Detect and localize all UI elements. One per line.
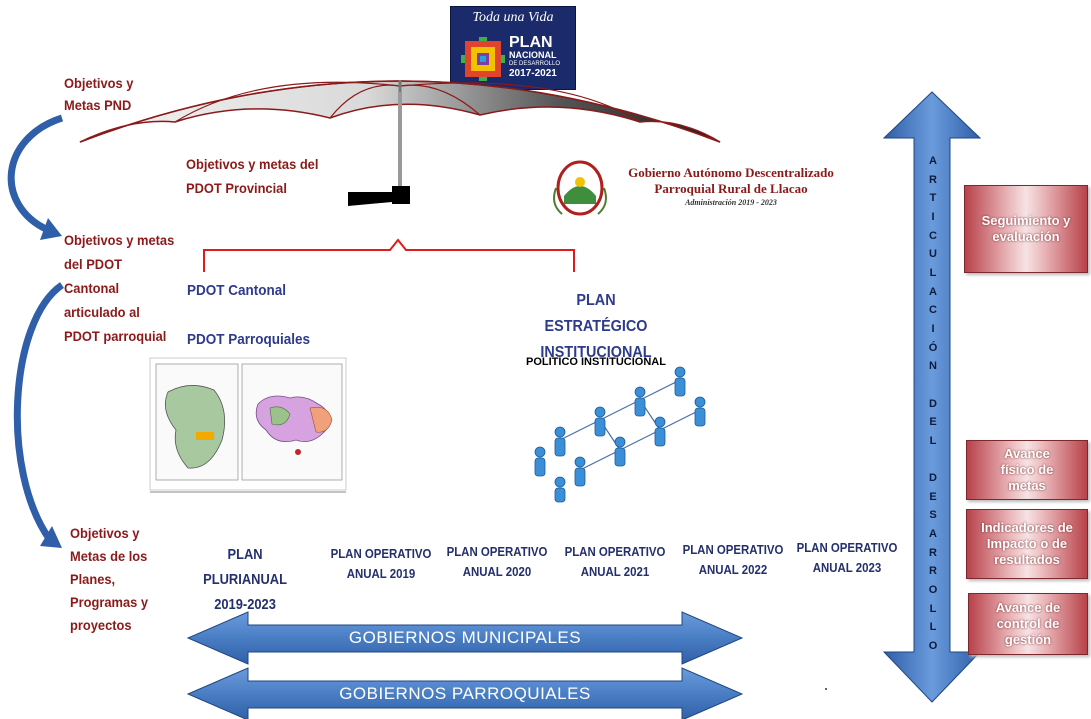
gad-line3: Administración 2019 - 2023 bbox=[685, 198, 777, 207]
vertical-letter: R bbox=[929, 173, 937, 186]
box-avance-control: Avance de control de gestión bbox=[968, 593, 1088, 655]
label-pdot-cantonal: PDOT Cantonal bbox=[187, 282, 287, 299]
vertical-letter: S bbox=[929, 509, 937, 522]
vertical-letter: Ó bbox=[928, 341, 938, 354]
vertical-letter: I bbox=[931, 322, 935, 335]
label-pdot-parroquiales: PDOT Parroquiales bbox=[187, 331, 311, 348]
vertical-letter: E bbox=[929, 490, 937, 503]
vertical-letter: D bbox=[929, 397, 937, 410]
label-politico-institucional: POLITICO INSTITUCIONAL bbox=[526, 356, 666, 368]
logo-plan: PLAN bbox=[509, 34, 553, 51]
logo-nacional: NACIONAL bbox=[509, 50, 557, 60]
gad-crest-icon bbox=[553, 160, 607, 216]
map-image bbox=[149, 357, 347, 493]
logo-desarrollo: DE DESARROLLO bbox=[509, 61, 561, 67]
vertical-letter: A bbox=[929, 528, 937, 541]
vertical-letter: L bbox=[929, 602, 937, 615]
vertical-letter: R bbox=[929, 565, 937, 578]
box-seguimiento-evaluacion: Seguimiento y evaluación bbox=[964, 185, 1088, 273]
vertical-letter: U bbox=[929, 248, 937, 261]
network-people-image bbox=[525, 366, 713, 504]
vertical-letter: R bbox=[929, 546, 937, 559]
vertical-letter: C bbox=[929, 304, 937, 317]
gad-line1: Gobierno Autónomo Descentralizado bbox=[628, 165, 834, 180]
vertical-letter: L bbox=[929, 621, 937, 634]
plan-nacional-logo: Toda una Vida PLAN NACIONAL DE DESARROLL… bbox=[450, 6, 576, 90]
vertical-letter: D bbox=[929, 472, 937, 485]
label-objetivos-pdot-cantonal: Objetivos y metas del PDOT Cantonal arti… bbox=[64, 232, 175, 344]
banner-gobiernos-parroquiales: GOBIERNOS PARROQUIALES bbox=[339, 684, 591, 703]
umbrella-icon bbox=[79, 80, 721, 206]
vertical-letter: T bbox=[929, 192, 937, 205]
logo-years: 2017-2021 bbox=[509, 68, 557, 79]
logo-emblem bbox=[461, 37, 505, 81]
red-bracket bbox=[203, 238, 575, 272]
arrow-gobiernos-municipales bbox=[186, 611, 744, 665]
vertical-letter: O bbox=[928, 640, 938, 652]
vertical-letter: E bbox=[929, 416, 937, 429]
vertical-letter: A bbox=[929, 285, 937, 298]
box-indicadores: Indicadores de Impacto o de resultados bbox=[966, 509, 1088, 579]
box-avance-fisico: Avance físico de metas bbox=[966, 440, 1088, 500]
gad-title: Gobierno Autónomo Descentralizado Parroq… bbox=[616, 165, 846, 209]
left-curved-arrow-top bbox=[7, 114, 64, 240]
left-curved-arrow-bottom bbox=[13, 282, 65, 548]
label-objetivos-planes: Objetivos y Metas de los Planes, Program… bbox=[70, 525, 149, 633]
vertical-letter: C bbox=[929, 229, 937, 242]
vertical-letter: N bbox=[929, 360, 937, 373]
vertical-letter: L bbox=[929, 434, 937, 447]
vertical-letter: A bbox=[929, 155, 937, 167]
arrow-gobiernos-parroquiales bbox=[186, 667, 744, 719]
logo-slogan: Toda una Vida bbox=[472, 10, 554, 25]
vertical-letter: O bbox=[928, 584, 938, 597]
vertical-double-arrow bbox=[882, 91, 982, 703]
gad-line2: Parroquial Rural de Llacao bbox=[654, 181, 808, 196]
banner-gobiernos-municipales: GOBIERNOS MUNICIPALES bbox=[348, 628, 582, 647]
vertical-letter: I bbox=[931, 210, 935, 223]
vertical-letter: L bbox=[929, 266, 937, 279]
